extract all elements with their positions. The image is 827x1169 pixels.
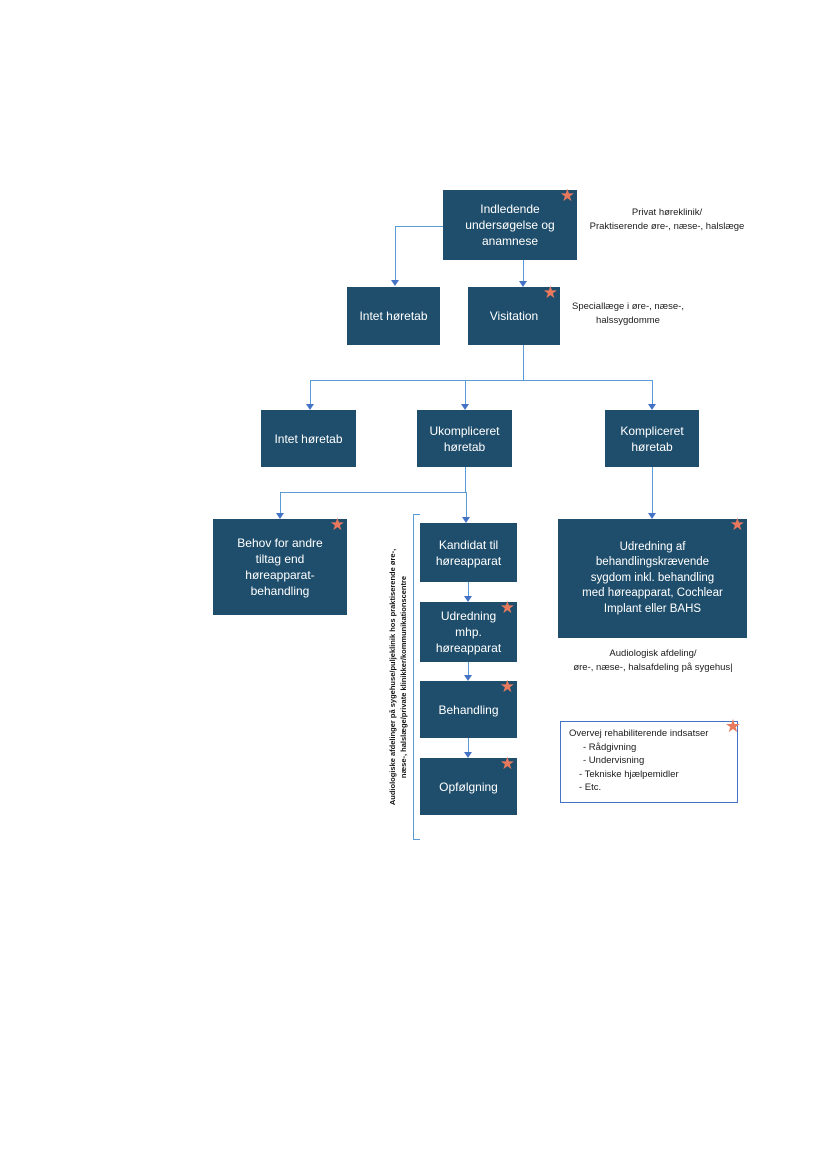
connector-line	[395, 226, 396, 280]
star-icon: ★	[542, 283, 558, 302]
node-opfolgning: Opfølgning ★	[420, 754, 517, 815]
arrowhead-icon	[648, 513, 656, 519]
node-kompliceret-horetab: Kompliceret høretab	[605, 410, 699, 467]
node-label: Kompliceret høretab	[620, 423, 684, 454]
node-label: Kandidat til høreapparat	[435, 537, 502, 568]
connector-line	[466, 492, 467, 517]
rehab-box: Overvej rehabiliterende indsatser - Rådg…	[560, 717, 741, 803]
node-udredning-behandlingskraevende: Udredning af behandlingskrævende sygdom …	[558, 515, 747, 638]
connector-line	[280, 492, 466, 493]
connector-line	[523, 345, 524, 380]
node-label: Intet høretab	[274, 431, 343, 446]
connector-line	[523, 260, 524, 281]
star-icon: ★	[499, 598, 515, 617]
connector-line	[310, 380, 652, 381]
node-label: Opfølgning	[439, 779, 498, 794]
annotation-audiologiske-afdelinger-rotated: Audiologiske afdelinger på sygehuse/pulj…	[388, 548, 408, 806]
arrowhead-icon	[461, 404, 469, 410]
rehab-title: Overvej rehabiliterende indsatser	[569, 728, 709, 739]
arrowhead-icon	[648, 404, 656, 410]
bracket-line	[413, 839, 420, 840]
connector-line	[652, 467, 653, 513]
node-label: Intet høretab	[359, 309, 428, 323]
connector-line	[395, 226, 443, 227]
star-icon: ★	[499, 677, 515, 696]
bracket-line	[413, 514, 414, 840]
arrowhead-icon	[276, 513, 284, 519]
arrowhead-icon	[306, 404, 314, 410]
node-udredning-mhp-horeapparat: Udredning mhp. høreapparat ★	[420, 598, 517, 662]
arrowhead-icon	[462, 517, 470, 523]
arrowhead-icon	[464, 675, 472, 681]
node-behandling: Behandling ★	[420, 677, 517, 738]
node-behov-andre-tiltag: Behov for andre tiltag end høreapparat- …	[213, 515, 347, 615]
node-label: Behandling	[438, 702, 499, 717]
node-label: Behov for andre tiltag end høreapparat- …	[237, 536, 323, 598]
node-kandidat-til-horeapparat: Kandidat til høreapparat	[420, 523, 517, 582]
arrowhead-icon	[391, 280, 399, 286]
node-indledende-undersogelse: Indledende undersøgelse og anamnese ★	[443, 186, 577, 260]
rehab-item: - Etc.	[579, 782, 602, 793]
connector-line	[468, 662, 469, 675]
connector-line	[280, 492, 281, 513]
connector-line	[652, 380, 653, 404]
arrowhead-icon	[464, 752, 472, 758]
connector-line	[465, 467, 466, 492]
rehab-item: - Rådgivning	[583, 741, 637, 753]
node-label: Visitation	[489, 309, 539, 323]
rehab-item: - Undervisning	[583, 755, 645, 766]
rehab-item: - Tekniske hjælpemidler	[579, 768, 679, 780]
node-label: Ukompliceret høretab	[429, 423, 500, 454]
node-intet-horetab-2: Intet høretab	[261, 410, 356, 467]
arrowhead-icon	[519, 281, 527, 287]
node-intet-horetab-1: Intet høretab	[347, 287, 440, 345]
annotation-speciallaege: Speciallæge i øre-, næse-, halssygdomme	[572, 301, 684, 326]
arrowhead-icon	[464, 596, 472, 602]
node-visitation: Visitation ★	[468, 283, 560, 345]
annotation-privat-horeklinik: Privat høreklinik/ Praktiserende øre-, n…	[589, 207, 745, 232]
connector-line	[465, 380, 466, 404]
star-icon: ★	[729, 515, 745, 534]
connector-line	[310, 380, 311, 404]
node-label: Udredning af behandlingskrævende sygdom …	[582, 540, 723, 615]
star-icon: ★	[559, 186, 575, 205]
star-icon: ★	[499, 754, 515, 773]
connector-line	[468, 738, 469, 752]
node-ukompliceret-horetab: Ukompliceret høretab	[417, 410, 512, 467]
connector-line	[468, 582, 469, 596]
star-icon: ★	[329, 515, 345, 534]
node-label: Udredning mhp. høreapparat	[435, 609, 502, 655]
annotation-audiologisk-afdeling: Audiologisk afdeling/ øre-, næse-, halsa…	[573, 648, 733, 673]
node-label: Indledende undersøgelse og anamnese	[465, 202, 555, 248]
bracket-line	[413, 514, 420, 515]
